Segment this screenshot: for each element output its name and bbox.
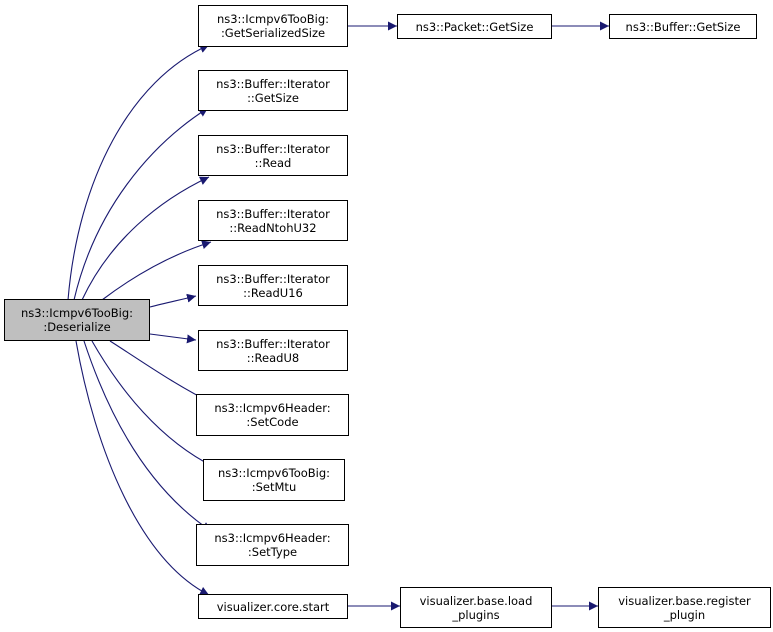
node-line-2: ::Read — [254, 155, 292, 170]
node-line-2: _plugin — [663, 607, 706, 622]
edge-deserialize-to-iterread — [81, 176, 210, 301]
node-line-1: ns3::Icmpv6Header: — [214, 401, 331, 415]
node-line-2: :SetMtu — [251, 480, 297, 494]
node-visualizer-core-start[interactable]: visualizer.core.start — [198, 594, 348, 619]
node-line-1: ns3::Buffer::GetSize — [625, 19, 741, 34]
node-packet-getsize[interactable]: ns3::Packet::GetSize — [397, 14, 552, 39]
node-line-1: visualizer.base.register — [618, 593, 751, 608]
node-line-2: :SetCode — [246, 415, 299, 429]
edge-deserialize-to-setmtu — [91, 340, 215, 468]
node-line-2: :Deserialize — [43, 320, 111, 334]
node-line-1: ns3::Icmpv6TooBig: — [217, 466, 331, 480]
edge-deserialize-to-settype — [83, 340, 212, 532]
node-line-2: ::ReadNtohU32 — [229, 220, 317, 235]
edge-deserialize-to-iterreadntohu32 — [101, 240, 212, 301]
node-buffer-iterator-readntohu32[interactable]: ns3::Buffer::Iterator ::ReadNtohU32 — [198, 200, 348, 241]
node-line-1: visualizer.core.start — [216, 599, 330, 614]
edge-deserialize-to-iterreadu8 — [149, 333, 197, 344]
node-visualizer-base-load-plugins[interactable]: visualizer.base.load _plugins — [400, 587, 552, 628]
node-icmpv6toobig-getserializedsize[interactable]: ns3::Icmpv6TooBig: :GetSerializedSize — [198, 5, 348, 47]
node-line-1: ns3::Buffer::Iterator — [216, 141, 330, 156]
node-line-1: ns3::Packet::GetSize — [415, 19, 534, 34]
node-icmpv6header-setcode[interactable]: ns3::Icmpv6Header: :SetCode — [196, 394, 349, 436]
node-buffer-iterator-read[interactable]: ns3::Buffer::Iterator ::Read — [198, 135, 348, 176]
node-line-1: ns3::Buffer::Iterator — [216, 76, 330, 91]
node-line-2: ::ReadU16 — [243, 285, 303, 300]
node-icmpv6toobig-deserialize[interactable]: ns3::Icmpv6TooBig: :Deserialize — [4, 299, 150, 341]
node-line-1: visualizer.base.load — [419, 593, 533, 608]
edge-deserialize-to-itergetsize — [73, 107, 209, 301]
node-buffer-iterator-getsize[interactable]: ns3::Buffer::Iterator ::GetSize — [198, 70, 348, 111]
edge-deserialize-to-corestart — [75, 340, 210, 596]
node-line-2: _plugins — [452, 607, 500, 622]
edge-deserialize-to-iterreadu16 — [149, 293, 197, 308]
node-line-1: ns3::Buffer::Iterator — [216, 206, 330, 221]
node-line-1: ns3::Buffer::Iterator — [216, 271, 330, 286]
node-line-1: ns3::Icmpv6TooBig: — [20, 306, 134, 320]
node-buffer-iterator-readu16[interactable]: ns3::Buffer::Iterator ::ReadU16 — [198, 265, 348, 306]
node-visualizer-base-register-plugin[interactable]: visualizer.base.register _plugin — [598, 587, 771, 628]
node-line-1: ns3::Buffer::Iterator — [216, 336, 330, 351]
edge-deserialize-to-getserializedsize — [67, 44, 210, 301]
node-line-2: :SetType — [247, 545, 298, 559]
node-icmpv6toobig-setmtu[interactable]: ns3::Icmpv6TooBig: :SetMtu — [203, 459, 345, 501]
node-buffer-getsize[interactable]: ns3::Buffer::GetSize — [609, 14, 757, 39]
node-line-2: ::ReadU8 — [246, 350, 300, 365]
node-line-1: ns3::Icmpv6Header: — [214, 531, 331, 545]
node-buffer-iterator-readu8[interactable]: ns3::Buffer::Iterator ::ReadU8 — [198, 330, 348, 371]
node-line-2: :GetSerializedSize — [220, 26, 326, 40]
node-line-2: ::GetSize — [247, 90, 299, 105]
node-line-1: ns3::Icmpv6TooBig: — [216, 12, 330, 26]
node-icmpv6header-settype[interactable]: ns3::Icmpv6Header: :SetType — [196, 524, 349, 566]
